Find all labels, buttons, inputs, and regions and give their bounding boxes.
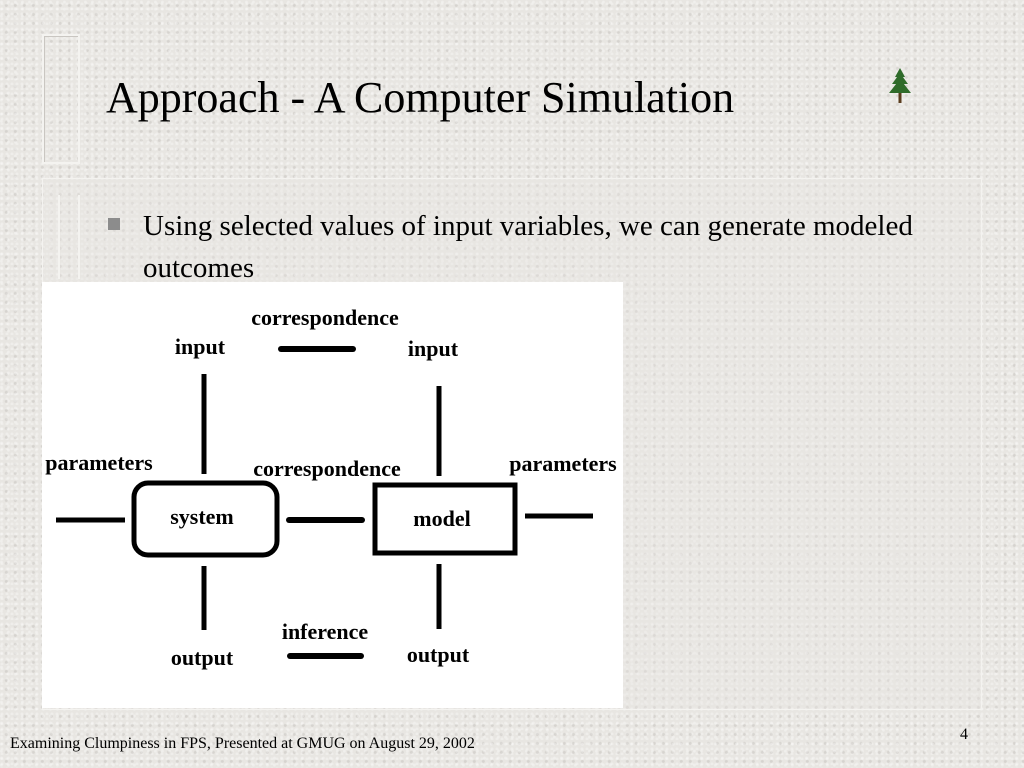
diagram-panel: correspondence input input parameters co… xyxy=(42,282,623,708)
bullet-marker xyxy=(108,218,120,230)
decorative-bar-title xyxy=(42,34,80,164)
system-box xyxy=(131,480,280,558)
system-output-label: output xyxy=(171,645,234,670)
pine-tree-icon xyxy=(889,68,911,103)
model-box-label: model xyxy=(413,506,470,531)
bottom-inference-label: inference xyxy=(282,619,369,644)
bullet-text: Using selected values of input variables… xyxy=(143,210,913,284)
middle-correspondence-label: correspondence xyxy=(253,456,401,481)
slide-footer: Examining Clumpiness in FPS, Presented a… xyxy=(10,735,475,752)
model-output-label: output xyxy=(407,642,470,667)
model-box xyxy=(372,482,518,556)
system-input-label: input xyxy=(175,334,226,359)
decorative-bar-body xyxy=(58,195,80,279)
system-box-label: system xyxy=(170,504,234,529)
top-correspondence-label: correspondence xyxy=(251,305,399,330)
system-parameters-label: parameters xyxy=(45,450,153,475)
page-number: 4 xyxy=(960,726,968,743)
slide-title: Approach - A Computer Simulation xyxy=(106,73,735,122)
model-parameters-label: parameters xyxy=(509,451,617,476)
model-input-label: input xyxy=(408,336,459,361)
system-model-diagram: correspondence input input parameters co… xyxy=(45,305,617,670)
